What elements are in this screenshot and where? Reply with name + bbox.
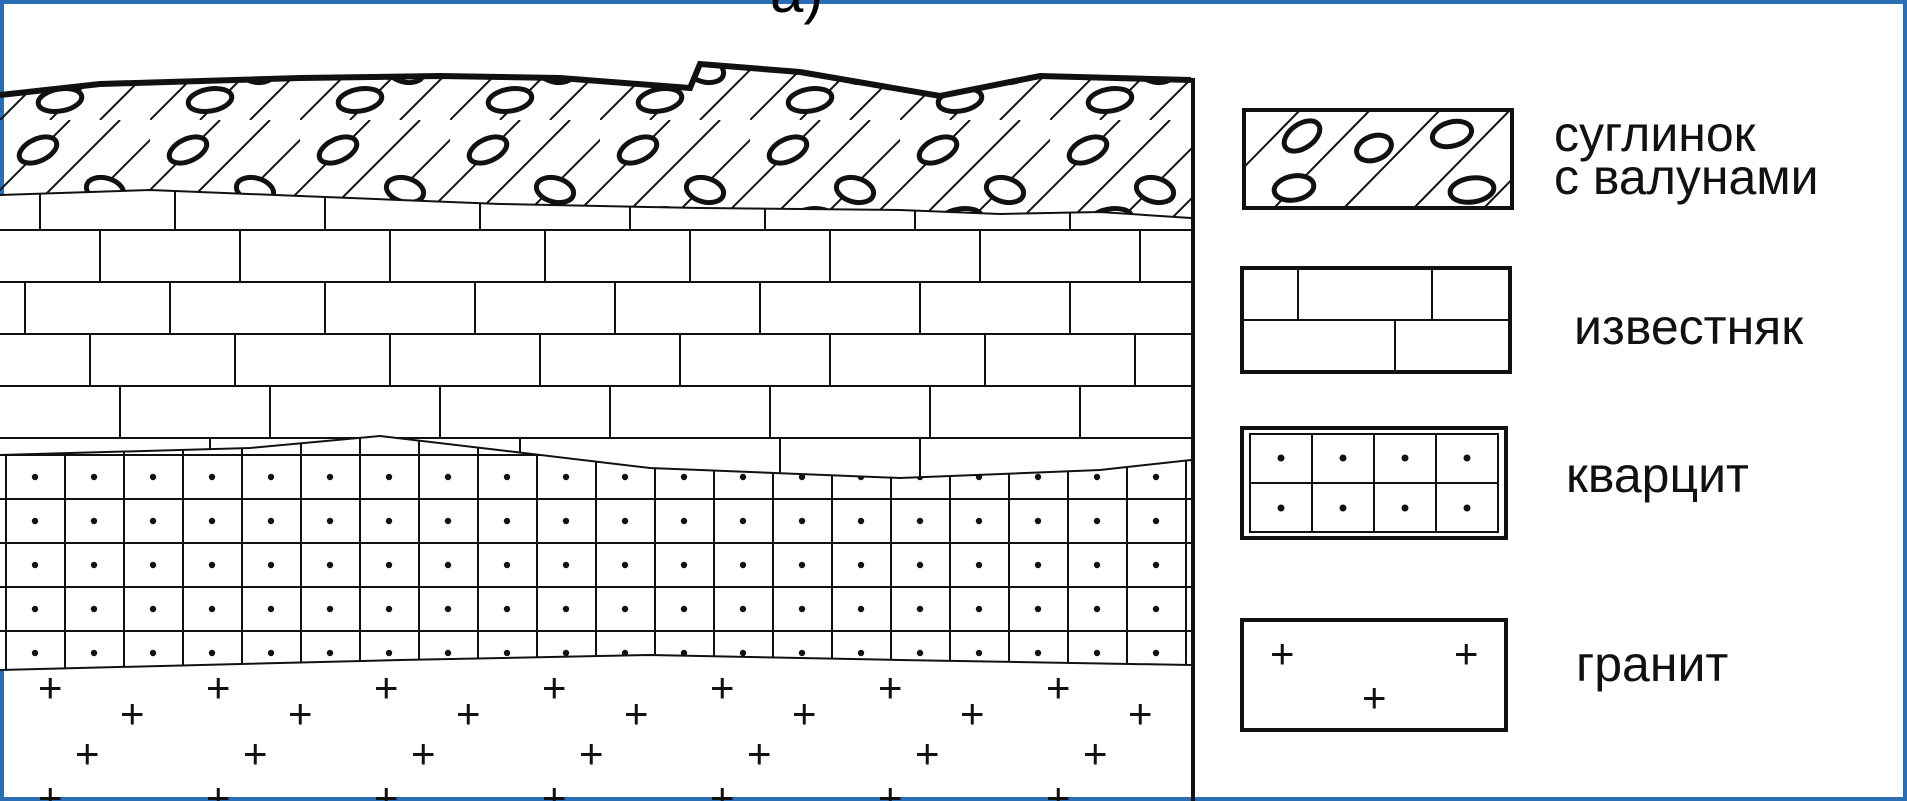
legend-label-limestone: известняк: [1574, 306, 1803, 349]
limestone-layer: [0, 190, 1191, 490]
legend-label-granite: гранит: [1576, 643, 1728, 686]
legend-label-quartzite: кварцит: [1566, 454, 1749, 497]
legend-swatch-limestone: [1242, 268, 1510, 372]
svg-text:+: +: [1270, 630, 1295, 677]
svg-text:+: +: [1362, 674, 1387, 721]
svg-text:+: +: [1454, 630, 1479, 677]
legend-swatch-granite: + + +: [1242, 620, 1506, 730]
legend-label-loam: суглинок с валунами: [1554, 113, 1819, 199]
legend-swatch-quartzite: [1242, 428, 1506, 538]
granite-layer: [0, 650, 1191, 801]
legend-swatch-loam: [1202, 108, 1582, 210]
